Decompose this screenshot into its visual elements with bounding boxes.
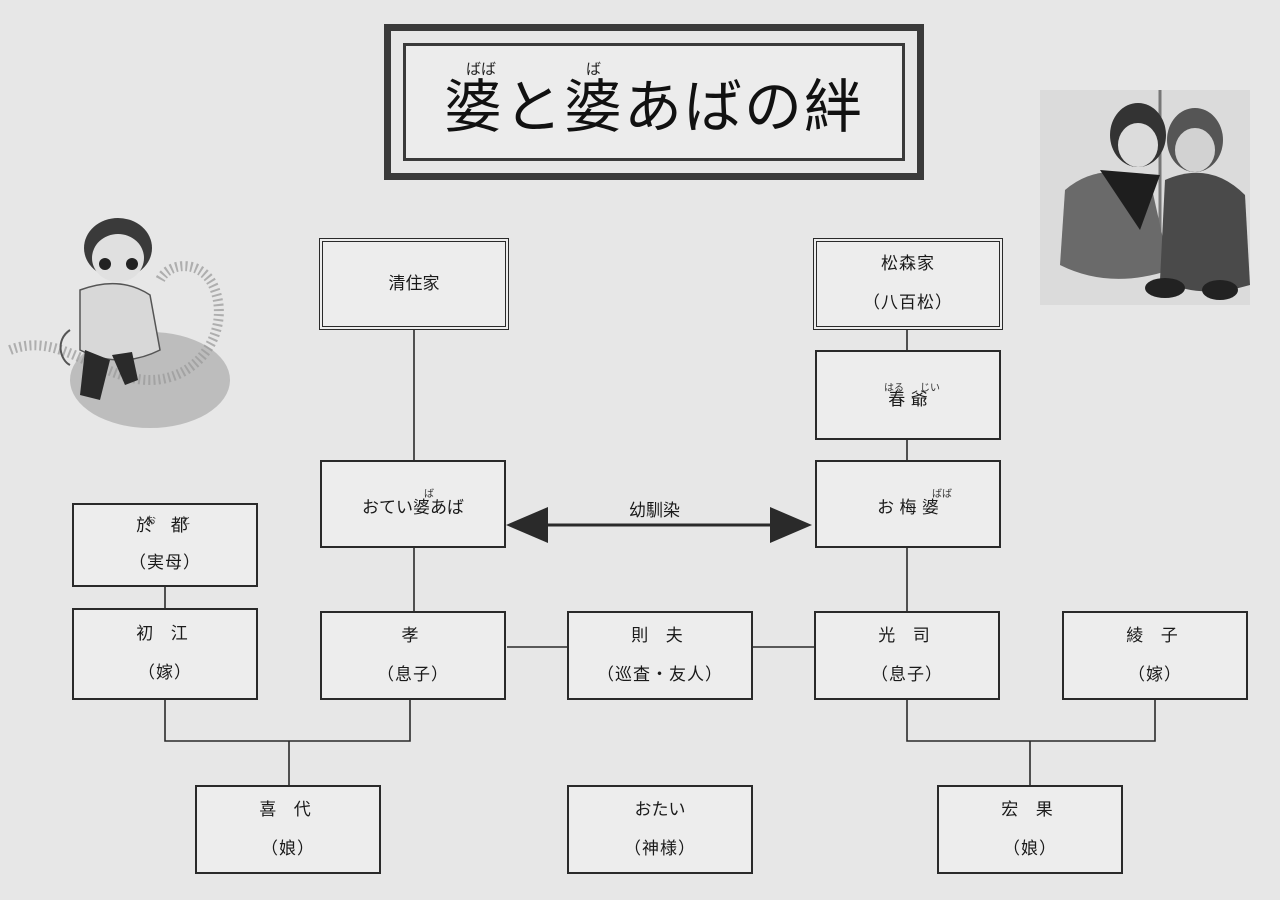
node-ruby: と [181,516,191,527]
node-hiromi: 宏 果 （娘） [937,785,1123,874]
node-ruby: はる [884,383,904,394]
node-name: 清住家 [388,273,440,294]
node-sub: （息子） [377,664,449,685]
node-otai: おたい （神様） [567,785,753,874]
title-frame: 婆と婆あばの絆 [384,24,924,180]
node-name: おたい [634,799,686,820]
node-norio: 則 夫 （巡査・友人） [567,611,753,700]
node-oto: お と 於 都 （実母） [72,503,258,587]
node-sub: （巡査・友人） [597,664,723,685]
node-name: おてい婆あば [362,497,464,518]
node-hatsue: 初 江 （嫁） [72,608,258,700]
node-kiyozumi-family: 清住家 [319,238,509,330]
node-kiyo: 喜 代 （娘） [195,785,381,874]
node-koji: 光 司 （息子） [814,611,1000,700]
node-ruby: ば [424,489,434,500]
page-title: 婆と婆あばの絆 [443,73,864,141]
node-name: 春 爺 [888,389,928,410]
node-name: 於 都 [136,516,194,536]
node-ruby: ばば [932,489,952,500]
node-otei: ば おてい婆あば [320,460,506,548]
node-ayako: 綾 子 （嫁） [1062,611,1248,700]
node-matsumori-family: 松森家 （八百松） [813,238,1003,330]
node-name: お 梅 婆 [877,497,939,518]
node-name: 則 夫 [631,625,689,646]
node-ruby: お [146,516,156,527]
node-name: 孝 [401,625,425,646]
node-sub: （神様） [624,838,696,859]
two-grandmothers-illustration [1040,90,1250,305]
node-sub: （息子） [871,664,943,685]
title-inner-frame: 婆と婆あばの絆 [403,43,905,161]
node-name: 松森家 [881,254,935,274]
node-name: 初 江 [136,624,194,644]
line-family-hiromi [906,699,1156,742]
title-ruby-1: ばば [466,60,497,78]
node-sub: （娘） [1003,838,1057,859]
title-ruby-2: ば [586,60,602,78]
node-sub: （嫁） [138,663,192,683]
node-ruby: じい [920,383,940,394]
node-harujii: はる じい 春 爺 [815,350,1001,440]
node-name: 喜 代 [259,799,317,820]
grandmother-left-illustration [8,218,230,428]
node-name: 綾 子 [1126,625,1184,646]
node-sub: （実母） [129,553,201,573]
node-takashi: 孝 （息子） [320,611,506,700]
node-name: 光 司 [878,625,936,646]
node-sub: （八百松） [863,293,953,313]
relation-label: 幼馴染 [629,501,680,521]
line-family-kiyo [164,699,411,742]
node-name: 宏 果 [1001,799,1059,820]
node-sub: （娘） [261,838,315,859]
node-oume: ばば お 梅 婆 [815,460,1001,548]
node-sub: （嫁） [1128,664,1182,685]
